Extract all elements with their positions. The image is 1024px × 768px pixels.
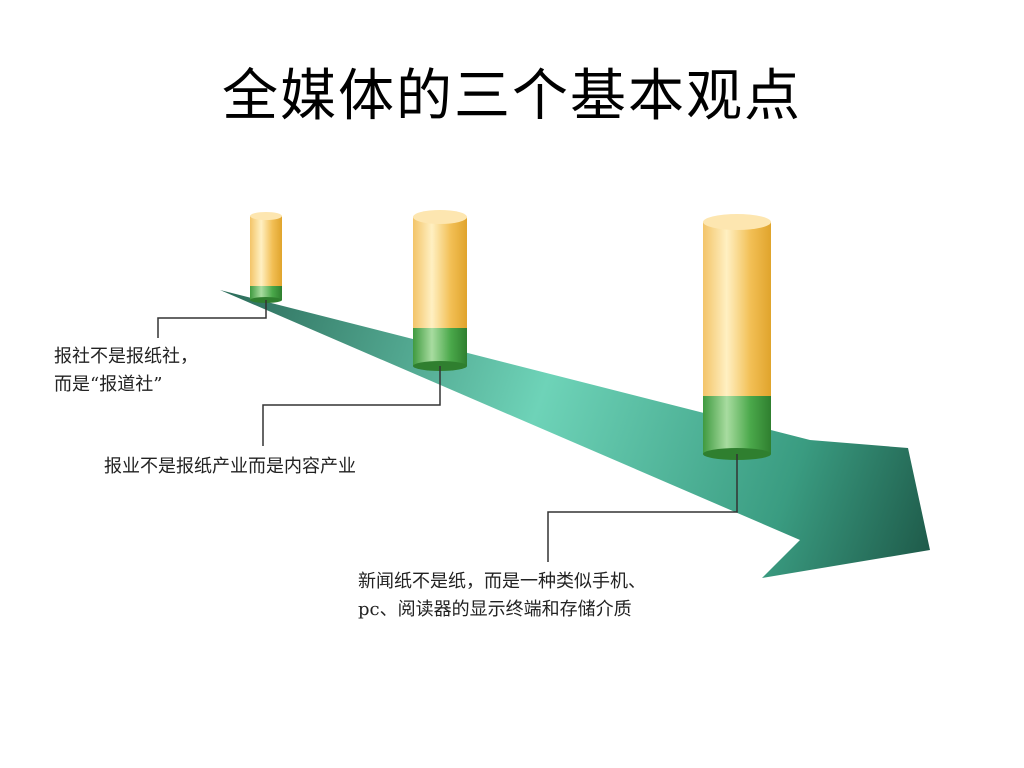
point-caption-3: 新闻纸不是纸，而是一种类似手机、 pc、阅读器的显示终端和存储介质 bbox=[358, 568, 646, 624]
callout-line-2 bbox=[262, 366, 441, 446]
cylinder-small bbox=[250, 212, 282, 303]
cylinder-medium bbox=[413, 210, 467, 371]
growth-arrow bbox=[220, 290, 930, 578]
point-1-line-1: 报社不是报纸社， bbox=[54, 346, 198, 367]
cylinder-large bbox=[703, 214, 771, 460]
point-2-line-1: 报业不是报纸产业而是内容产业 bbox=[104, 456, 356, 477]
point-caption-2: 报业不是报纸产业而是内容产业 bbox=[104, 453, 356, 481]
point-caption-1: 报社不是报纸社， 而是“报道社” bbox=[54, 343, 198, 399]
callout-line-1 bbox=[157, 300, 267, 338]
callout-line-3 bbox=[547, 454, 738, 562]
slide-title: 全媒体的三个基本观点 bbox=[222, 64, 802, 129]
point-3-line-2: pc、阅读器的显示终端和存储介质 bbox=[358, 599, 632, 620]
point-1-line-2: 而是“报道社” bbox=[54, 374, 163, 395]
point-3-line-1: 新闻纸不是纸，而是一种类似手机、 bbox=[358, 571, 646, 592]
